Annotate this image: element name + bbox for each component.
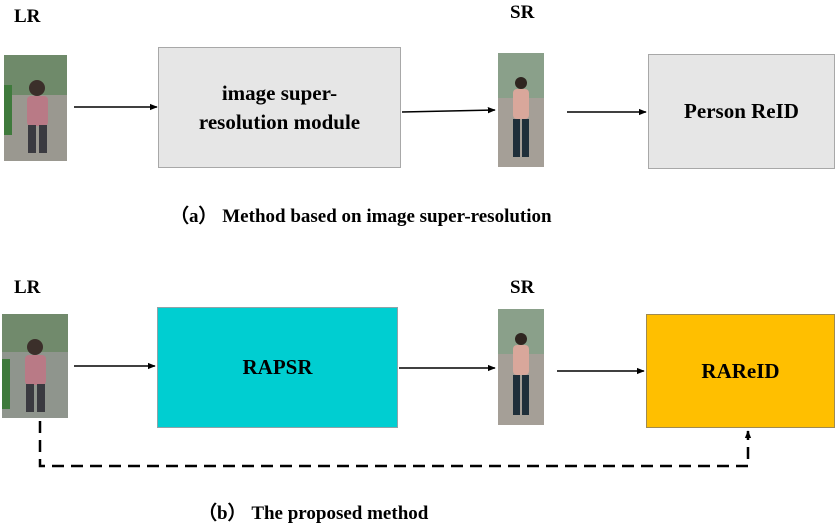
caption-a: （a） Method based on image super-resoluti…	[170, 206, 552, 227]
caption-b: （b） The proposed method	[198, 503, 429, 524]
rareid-box: RAReID	[646, 314, 835, 428]
lr-person-image-a	[4, 55, 67, 161]
person-reid-label: Person ReID	[684, 99, 799, 124]
dashed-skip-connection	[38, 421, 752, 468]
sr-label-a: SR	[510, 2, 535, 23]
person-reid-box: Person ReID	[648, 54, 835, 169]
person-photo-sr-icon	[498, 309, 544, 425]
person-photo-lr-icon	[2, 314, 68, 418]
person-photo-sr-icon	[498, 53, 544, 167]
lr-label-b: LR	[14, 277, 41, 298]
sr-person-image-b	[498, 309, 544, 425]
sr-label-b: SR	[510, 277, 535, 298]
arrow-module-to-sr	[401, 106, 496, 114]
lr-person-image-b	[2, 314, 68, 418]
lr-label-a: LR	[14, 6, 41, 27]
person-photo-lr-icon	[4, 55, 67, 161]
image-sr-module-label: image super-resolution module	[198, 81, 361, 134]
rapsr-box: RAPSR	[157, 307, 398, 428]
image-sr-module-box: image super-resolution module	[158, 47, 401, 168]
rareid-label: RAReID	[701, 358, 780, 383]
sr-person-image-a	[498, 53, 544, 167]
rapsr-label: RAPSR	[242, 355, 313, 380]
